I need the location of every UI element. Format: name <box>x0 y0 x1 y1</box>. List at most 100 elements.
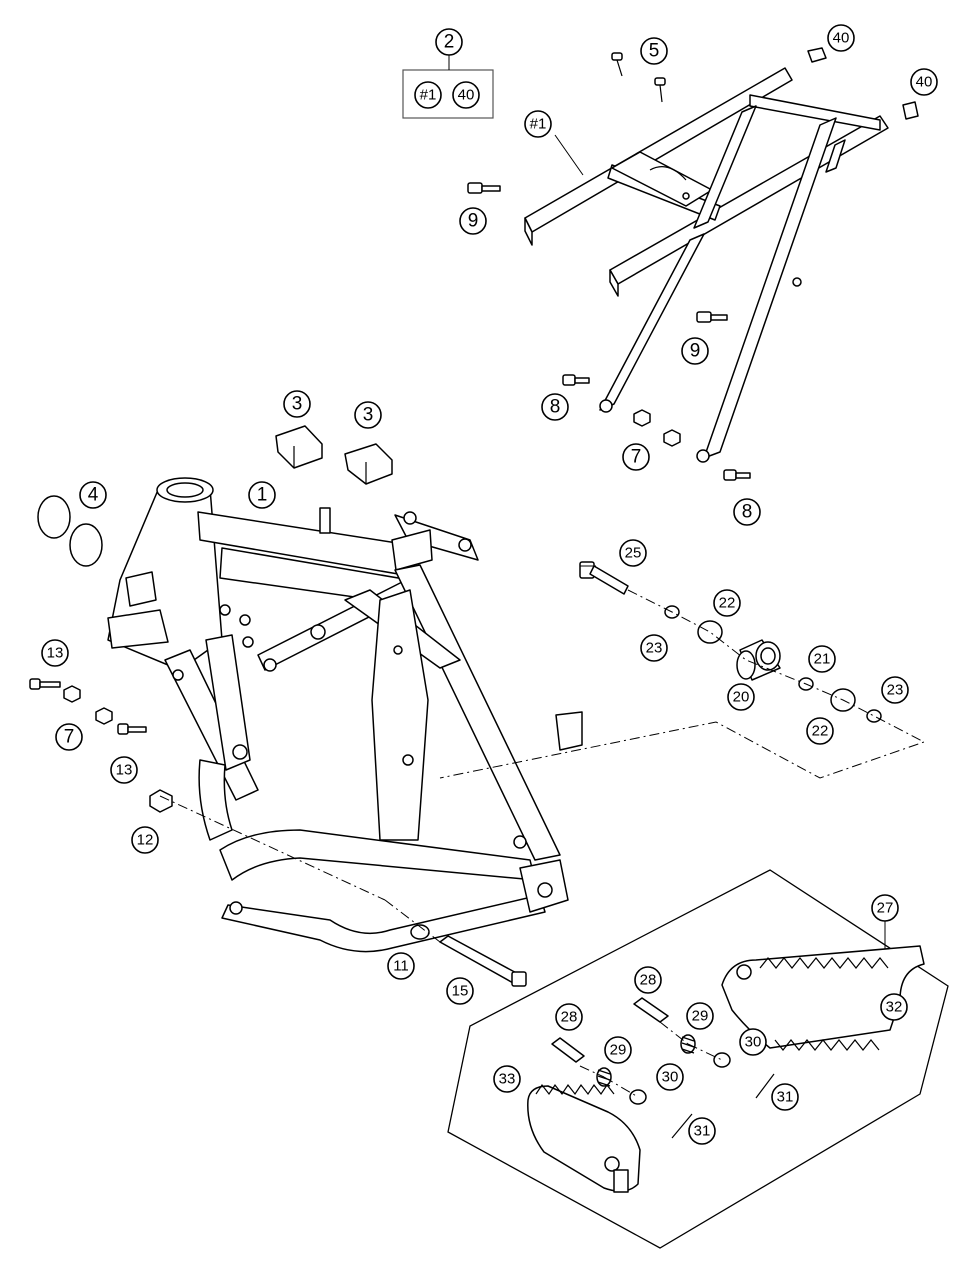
svg-text:40: 40 <box>916 74 933 91</box>
callout-1-subframe: #1 <box>524 110 552 138</box>
clip-40b <box>902 101 919 120</box>
callout-1: 1 <box>248 481 276 509</box>
svg-text:#1: #1 <box>420 87 437 104</box>
svg-text:28: 28 <box>640 972 657 989</box>
pin-28a <box>551 1037 585 1063</box>
svg-text:2: 2 <box>444 32 455 53</box>
svg-text:23: 23 <box>646 640 663 657</box>
screw-5a <box>611 52 623 77</box>
callout-28: 28 <box>634 966 662 994</box>
subframe <box>524 67 889 463</box>
callout-22: 22 <box>713 589 741 617</box>
svg-text:8: 8 <box>550 397 561 418</box>
svg-text:23: 23 <box>887 682 904 699</box>
nut-7c <box>63 685 81 703</box>
svg-text:31: 31 <box>694 1123 711 1140</box>
callout-11: 11 <box>387 952 415 980</box>
bolt-13b <box>117 723 147 735</box>
cotter-pin-31a <box>671 1113 693 1139</box>
ring-4a <box>37 495 71 539</box>
callout-32: 32 <box>880 993 908 1021</box>
washer-30b <box>713 1052 731 1068</box>
pin-28b <box>633 997 669 1023</box>
svg-text:40: 40 <box>833 30 850 47</box>
callout-28: 28 <box>555 1003 583 1031</box>
leader-lines <box>159 134 926 1098</box>
roller-20 <box>736 639 781 681</box>
nut-7d <box>95 707 113 725</box>
callout-21: 21 <box>808 645 836 673</box>
callout-27: 27 <box>871 894 899 922</box>
footrest-33 <box>527 1083 641 1193</box>
callout-9: 9 <box>459 207 487 235</box>
callout-40: 40 <box>910 68 938 96</box>
frame-guard-3b <box>344 443 393 485</box>
flange-nut-12 <box>149 789 173 813</box>
svg-text:28: 28 <box>561 1009 578 1026</box>
svg-text:33: 33 <box>499 1071 516 1088</box>
bolt-8b <box>723 469 751 481</box>
svg-text:11: 11 <box>393 958 409 975</box>
callout-4: 4 <box>79 481 107 509</box>
svg-text:32: 32 <box>886 999 903 1016</box>
svg-text:7: 7 <box>631 447 642 468</box>
callout-9: 9 <box>681 337 709 365</box>
main-frame <box>107 477 583 953</box>
callout-29: 29 <box>686 1002 714 1030</box>
callout-8: 8 <box>733 498 761 526</box>
svg-text:27: 27 <box>877 900 894 917</box>
callout-1-kit: #1 <box>414 81 442 109</box>
svg-text:40: 40 <box>458 87 475 104</box>
callout-29: 29 <box>604 1036 632 1064</box>
callout-31: 31 <box>771 1083 799 1111</box>
callout-25: 25 <box>619 539 647 567</box>
clip-40a <box>807 47 827 63</box>
kit-box <box>402 55 494 119</box>
cotter-pin-31b <box>755 1073 775 1099</box>
ring-4b <box>69 523 103 567</box>
callout-2: 2 <box>435 28 463 56</box>
bolt-13a <box>29 678 61 690</box>
svg-text:4: 4 <box>88 485 99 506</box>
frame-guard-3a <box>275 425 323 469</box>
svg-text:12: 12 <box>137 832 154 849</box>
callout-23: 23 <box>640 634 668 662</box>
svg-text:3: 3 <box>292 394 303 415</box>
callout-3: 3 <box>283 390 311 418</box>
svg-text:#1: #1 <box>530 116 547 133</box>
screw-5b <box>654 77 666 103</box>
svg-text:9: 9 <box>690 341 701 362</box>
callout-23: 23 <box>881 676 909 704</box>
callout-5: 5 <box>640 37 668 65</box>
bolt-8a <box>562 374 590 386</box>
bolt-15 <box>439 935 527 987</box>
svg-text:22: 22 <box>812 723 829 740</box>
svg-text:29: 29 <box>692 1008 709 1025</box>
svg-text:29: 29 <box>610 1042 627 1059</box>
bolt-9a <box>467 182 501 194</box>
washer-30a <box>629 1089 647 1105</box>
svg-text:9: 9 <box>468 211 479 232</box>
svg-text:21: 21 <box>814 651 831 668</box>
svg-text:13: 13 <box>116 762 133 779</box>
svg-text:7: 7 <box>64 727 75 748</box>
callout-30: 30 <box>656 1063 684 1091</box>
callout-40: 40 <box>827 24 855 52</box>
callout-7: 7 <box>55 723 83 751</box>
svg-text:31: 31 <box>777 1089 794 1106</box>
svg-text:3: 3 <box>363 405 374 426</box>
svg-text:15: 15 <box>452 983 469 1000</box>
svg-text:1: 1 <box>257 485 268 506</box>
callout-7: 7 <box>622 443 650 471</box>
svg-text:8: 8 <box>742 502 753 523</box>
callout-13: 13 <box>41 639 69 667</box>
svg-text:30: 30 <box>745 1034 762 1051</box>
callout-30: 30 <box>739 1028 767 1056</box>
svg-text:13: 13 <box>47 645 64 662</box>
svg-text:20: 20 <box>733 689 750 706</box>
callout-12: 12 <box>131 826 159 854</box>
callout-40-kit: 40 <box>452 81 480 109</box>
callout-3: 3 <box>354 401 382 429</box>
callout-20: 20 <box>727 683 755 711</box>
svg-text:5: 5 <box>649 41 660 62</box>
